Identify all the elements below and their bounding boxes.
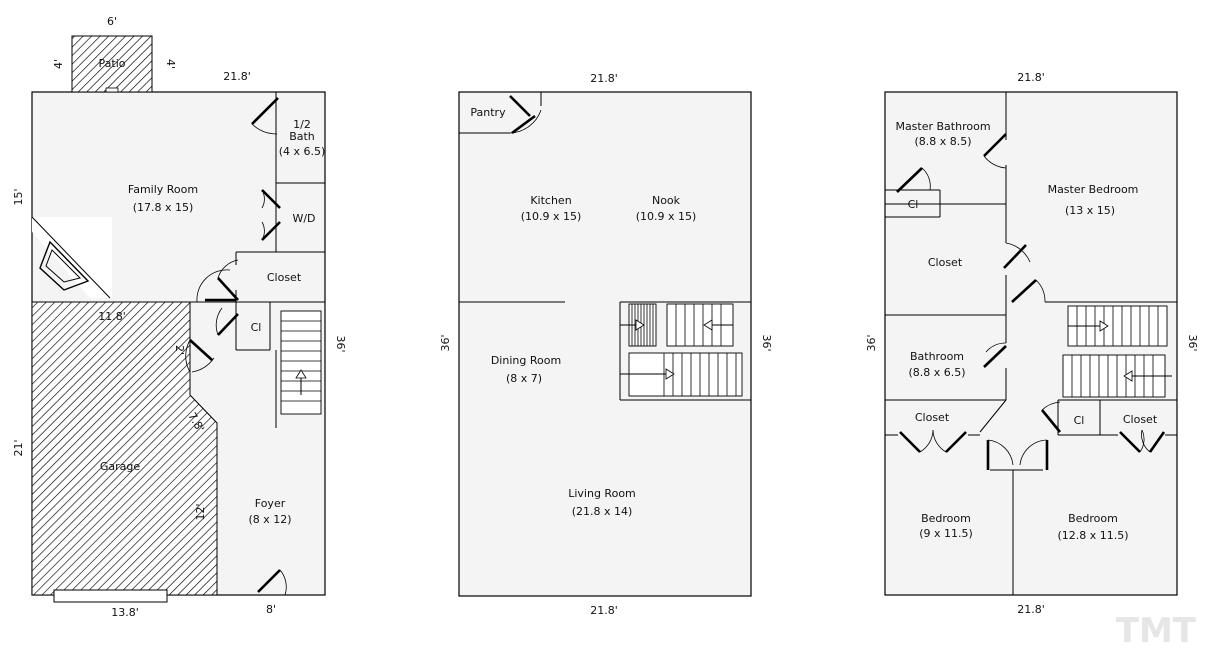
first-floor-plan: Patio 6' 4' 4'	[12, 15, 347, 619]
second-floor-plan: Pantry Kitchen (10.9 x 15) Nook (10.9 x …	[439, 72, 773, 617]
garage-inner-dim: 11.8'	[98, 310, 126, 323]
third-floor-plan: Master Bathroom (8.8 x 8.5) Master Bedro…	[865, 71, 1199, 616]
dining-room-size: (8 x 7)	[506, 372, 542, 385]
living-room-size: (21.8 x 14)	[572, 505, 633, 518]
sf-right-dim: 36'	[760, 334, 773, 351]
ff-bottom-left-dim: 13.8'	[111, 606, 139, 619]
garage-area	[31, 301, 218, 596]
kitchen-name: Kitchen	[530, 194, 571, 207]
family-room-size: (17.8 x 15)	[133, 201, 194, 214]
nook-name: Nook	[652, 194, 681, 207]
garage-label: Garage	[100, 460, 141, 473]
kitchen-size: (10.9 x 15)	[521, 210, 582, 223]
ff-right-dim: 36'	[334, 335, 347, 352]
wd-label: W/D	[292, 212, 315, 225]
ff-left-dim-bottom: 21'	[12, 439, 25, 456]
watermark-logo: TMT	[1116, 611, 1197, 648]
living-room-name: Living Room	[568, 487, 636, 500]
sf-left-dim: 36'	[439, 334, 452, 351]
patio	[71, 35, 153, 93]
half-bath-name-1: 1/2	[293, 118, 311, 131]
family-room-name: Family Room	[128, 183, 198, 196]
bedroom-right-size: (12.8 x 11.5)	[1057, 529, 1128, 542]
half-bath-size: (4 x 6.5)	[279, 145, 326, 158]
tf-top-width: 21.8'	[1017, 71, 1045, 84]
closet-label: Closet	[267, 271, 302, 284]
garage-diag-dim-3: 12'	[194, 503, 207, 520]
first-floor-stairs	[280, 310, 322, 415]
patio-right-dim: 4'	[164, 59, 177, 69]
closet-left-label: Closet	[915, 411, 950, 424]
patio-label: Patio	[99, 57, 126, 70]
pantry-label: Pantry	[470, 106, 506, 119]
tf-right-dim: 36'	[1186, 334, 1199, 351]
bedroom-right-name: Bedroom	[1068, 512, 1118, 525]
dining-room-name: Dining Room	[491, 354, 561, 367]
garage-door	[53, 589, 168, 603]
second-floor-outline	[458, 91, 752, 597]
half-bath-name-2: Bath	[289, 130, 315, 143]
tf-left-dim: 36'	[865, 334, 878, 351]
ff-top-width: 21.8'	[223, 70, 251, 83]
master-bath-size: (8.8 x 8.5)	[914, 135, 971, 148]
ff-left-dim-top: 15'	[12, 188, 25, 205]
closet-3f-label: Closet	[928, 256, 963, 269]
garage-diag-dim-1: 2'	[173, 345, 186, 355]
tf-bottom-width: 21.8'	[1017, 603, 1045, 616]
foyer-size: (8 x 12)	[248, 513, 291, 526]
nook-size: (10.9 x 15)	[636, 210, 697, 223]
bedroom-left-size: (9 x 11.5)	[919, 527, 973, 540]
ff-bottom-right-dim: 8'	[266, 603, 276, 616]
master-bath-name: Master Bathroom	[895, 120, 990, 133]
patio-left-dim: 4'	[52, 59, 65, 69]
patio-width-dim: 6'	[107, 15, 117, 28]
master-bed-name: Master Bedroom	[1048, 183, 1139, 196]
master-bed-size: (13 x 15)	[1065, 204, 1115, 217]
cl-top-label: Cl	[908, 198, 919, 211]
cl-mid-label: Cl	[1074, 414, 1085, 427]
bathroom-name: Bathroom	[910, 350, 964, 363]
bedroom-left-name: Bedroom	[921, 512, 971, 525]
sf-bottom-width: 21.8'	[590, 604, 618, 617]
bathroom-size: (8.8 x 6.5)	[908, 366, 965, 379]
foyer-name: Foyer	[255, 497, 286, 510]
closet-right-label: Closet	[1123, 413, 1158, 426]
sf-top-width: 21.8'	[590, 72, 618, 85]
cl-label: Cl	[251, 321, 262, 334]
